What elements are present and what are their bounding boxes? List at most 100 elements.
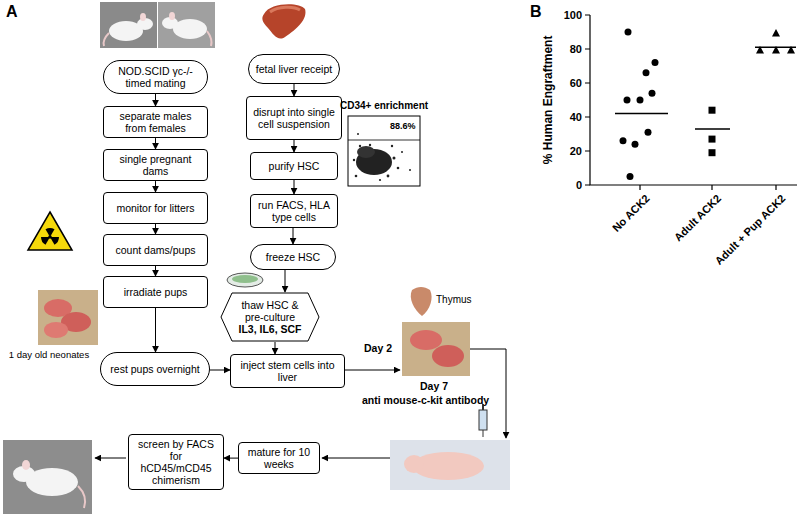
node-text: irradiate pups [124, 286, 188, 298]
syringe-icon [479, 404, 487, 437]
adult-mouse-photo [78, 486, 85, 508]
process-line [95, 458, 126, 459]
flow-arrow [155, 308, 156, 352]
node-text: count dams/pups [116, 244, 196, 256]
mice-photo [169, 12, 175, 20]
node-text: single pregnant dams [110, 153, 201, 177]
node-text: thaw HSC & pre-culture [236, 299, 304, 323]
data-point [624, 97, 631, 104]
thymus-icon [411, 287, 432, 316]
tick-label: 60 [570, 77, 582, 90]
scatter-chart [590, 15, 797, 185]
facs-plot [387, 175, 390, 178]
facs-plot [369, 144, 371, 146]
syringe-icon [483, 430, 484, 437]
image-caption: 1 day old neonates [2, 350, 96, 361]
radiation-symbol [48, 235, 52, 239]
terminal-box: freeze HSC [250, 244, 336, 270]
process-box: disrupt into single cell suspension [246, 96, 342, 140]
injected-pup-photo [410, 330, 442, 350]
scatter-chart [640, 185, 776, 190]
treated-pup-photo [390, 440, 510, 490]
process-box: monitor for litters [103, 192, 208, 224]
flow-arrow [210, 370, 230, 371]
facs-plot [348, 116, 420, 186]
facs-plot [348, 116, 420, 186]
thymus-icon [411, 287, 432, 316]
node-text: fetal liver receipt [256, 63, 332, 75]
process-box: single pregnant dams [103, 149, 208, 181]
treatment-label: anti mouse-c-kit antibody [362, 394, 489, 406]
data-point [772, 46, 780, 54]
data-point [620, 137, 627, 144]
injected-pup-photo [402, 322, 470, 376]
gate-percentage: 88.6% [389, 121, 417, 131]
terminal-box: fetal liver receipt [248, 54, 340, 84]
node-text: freeze HSC [266, 251, 320, 263]
neonate-photo [38, 290, 98, 345]
flow-arrow [155, 266, 156, 276]
facs-plot [397, 167, 400, 170]
flow-arrow [285, 270, 286, 292]
panel-label: A [6, 3, 18, 21]
timepoint-label: Day 2 [364, 342, 392, 354]
node-text: IL3, IL6, SCF [238, 323, 301, 335]
radiation-symbol [28, 212, 72, 250]
data-point [625, 29, 632, 36]
category-label: Adult + Pup ACK2 [713, 192, 788, 267]
liver-icon [270, 7, 300, 12]
facs-plot [409, 169, 411, 171]
plot-title: CD34+ enrichment [340, 100, 428, 112]
data-point [632, 141, 639, 148]
data-point [772, 29, 780, 37]
data-point [637, 97, 644, 104]
process-box: inject stem cells into liver [230, 354, 345, 388]
organ-label: Thymus [436, 294, 472, 306]
flow-arrow [224, 458, 238, 459]
node-text: mature for 10 weeks [245, 446, 313, 470]
facs-plot [401, 151, 403, 153]
mice-photo [140, 13, 146, 21]
process-box: screen by FACS for hCD45/mCD45 chimerism [128, 434, 224, 490]
adult-mouse-photo [22, 460, 30, 470]
liver-icon [262, 4, 305, 38]
petri-dish [232, 275, 258, 283]
process-box: run FACS, HLA type cells [250, 194, 338, 228]
flow-arrow [294, 180, 295, 194]
data-point [645, 129, 652, 136]
flow-arrow [155, 181, 156, 192]
facs-plot [357, 133, 359, 135]
process-box: separate males from females [103, 106, 208, 138]
tick-label: 100 [564, 9, 582, 22]
node-text: purify HSC [269, 160, 320, 172]
flow-arrow [294, 84, 295, 96]
data-point [709, 136, 716, 143]
terminal-box: rest pups overnight [100, 352, 210, 386]
injected-pup-photo [432, 345, 464, 367]
facs-plot [359, 145, 361, 147]
flow-arrow [155, 94, 156, 106]
process-hexagon: thaw HSC & pre-cultureIL3, IL6, SCF [220, 292, 320, 342]
liver-icon [262, 4, 305, 38]
data-point [756, 46, 764, 54]
tick-label: 40 [570, 111, 582, 124]
petri-dish [227, 273, 263, 287]
mice-photo [207, 31, 212, 46]
petri-dish [227, 273, 263, 287]
timepoint-label: Day 7 [420, 380, 448, 392]
facs-plot [355, 175, 358, 178]
facs-plot [393, 157, 396, 160]
adult-mouse-photo [3, 440, 92, 514]
tick-label: 80 [570, 43, 582, 56]
adult-mouse-photo [3, 440, 92, 514]
node-text: rest pups overnight [110, 363, 199, 375]
category-label: No ACK2 [610, 192, 652, 234]
treated-pup-photo [390, 440, 510, 490]
process-box: mature for 10 weeks [238, 442, 320, 474]
node-text: NOD.SCID γc-/- timed mating [110, 65, 201, 89]
mice-photo [173, 19, 207, 39]
data-point [652, 59, 659, 66]
flow-arrow [293, 228, 294, 244]
facs-plot [357, 146, 375, 158]
scatter-chart [585, 15, 590, 185]
